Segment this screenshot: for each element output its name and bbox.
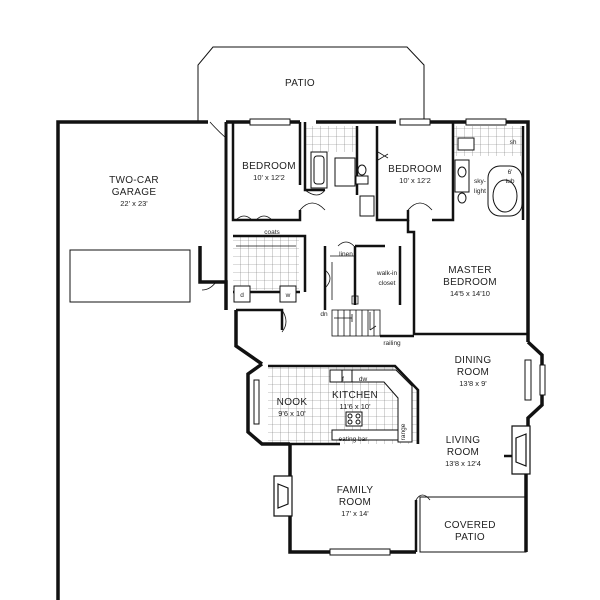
- bedroom1-dims: 10' x 12'2: [253, 173, 285, 182]
- eating-bar-label: eating bar: [339, 436, 369, 443]
- nook-label: NOOK: [277, 397, 308, 408]
- dining-dims: 13'8 x 9': [459, 379, 487, 388]
- coats-label: coats: [264, 229, 280, 236]
- family-label-line1: FAMILY: [337, 485, 374, 496]
- tub-label: tub: [505, 178, 514, 185]
- shower-label: sh: [510, 139, 517, 146]
- walkin-label-line2: closet: [379, 280, 396, 287]
- dining-label-line1: DINING: [455, 355, 492, 366]
- master-dims: 14'5 x 14'10: [450, 289, 490, 298]
- kitchen-dims: 11'6 x 10': [339, 402, 371, 411]
- patio-label: PATIO: [285, 78, 315, 89]
- living-label-line1: LIVING: [446, 435, 481, 446]
- master-label-line1: MASTER: [448, 265, 491, 276]
- dryer-label: d: [240, 292, 244, 299]
- room-labels: PATIO TWO-CAR GARAGE 22' x 23' BEDROOM 1…: [109, 78, 497, 543]
- family-dims: 17' x 14': [341, 509, 369, 518]
- range-label: range: [400, 423, 407, 440]
- garage-fixtures: [69, 121, 228, 310]
- linen-label: linen: [339, 251, 353, 258]
- tub-size-label: 6': [508, 169, 513, 176]
- master-label-line2: BEDROOM: [443, 277, 497, 288]
- tile-floors: [233, 126, 523, 444]
- stairs-down-label: dn: [320, 311, 328, 318]
- living-dims: 13'8 x 12'4: [445, 459, 481, 468]
- stairs: [331, 309, 381, 337]
- dining-label-line2: ROOM: [457, 367, 489, 378]
- covered-patio-label-line1: COVERED: [444, 520, 496, 531]
- garage-dims: 22' x 23': [120, 199, 148, 208]
- walkin-label-line1: walk-in: [376, 270, 398, 277]
- doors: [235, 151, 433, 501]
- fixture-labels: coats linen walk-in closet d w dn railin…: [240, 139, 517, 443]
- patio-outline: [197, 46, 425, 122]
- bath-fixtures: [233, 137, 523, 303]
- skylight-label-line1: sky-: [474, 178, 486, 185]
- skylight-label-line2: light: [474, 188, 486, 195]
- washer-label: w: [285, 292, 291, 299]
- bedroom2-label: BEDROOM: [388, 164, 442, 175]
- covered-patio-label-line2: PATIO: [455, 532, 485, 543]
- covered-patio-outline: [419, 496, 527, 553]
- garage-label-line2: GARAGE: [112, 187, 157, 198]
- kitchen-counters: [329, 369, 413, 443]
- windows: [249, 118, 546, 556]
- living-label-line2: ROOM: [447, 447, 479, 458]
- dishwasher-label: dw: [359, 376, 368, 383]
- bedroom1-label: BEDROOM: [242, 161, 296, 172]
- interior-walls: [231, 122, 528, 552]
- bedroom2-dims: 10' x 12'2: [399, 176, 431, 185]
- kitchen-label: KITCHEN: [332, 390, 378, 401]
- garage-label-line1: TWO-CAR: [109, 175, 159, 186]
- fridge-label: f: [342, 376, 344, 383]
- railing-label: railing: [383, 340, 401, 347]
- nook-dims: 9'6 x 10': [278, 409, 306, 418]
- fireplaces: [273, 425, 531, 517]
- closet-fixtures: [236, 245, 359, 305]
- family-label-line2: ROOM: [339, 497, 371, 508]
